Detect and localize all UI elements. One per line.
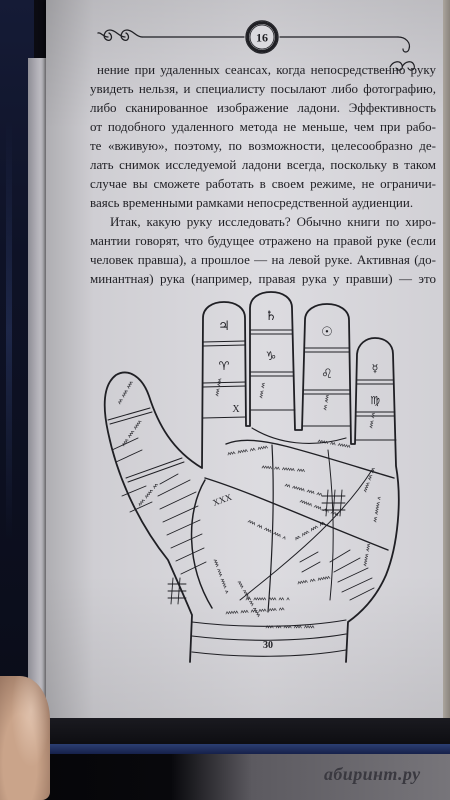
illegible-label [138, 481, 159, 506]
text-line: минантная) рука (например, правая рука у… [90, 271, 436, 286]
page-number-ring [245, 20, 279, 54]
holding-finger [0, 676, 50, 800]
illegible-label [248, 520, 289, 541]
finger-glyph-middle-mid: ♑ [266, 349, 277, 363]
text-line: мантии говорят, что будущее отражено на … [90, 233, 436, 248]
illegible-label [228, 445, 271, 455]
page-bottom-shadow [0, 718, 450, 744]
text-line: лать снимок исследуемой ладони всегда, п… [90, 157, 436, 172]
background-surface [0, 754, 450, 800]
text-line: ваясь временными рамками непосредственно… [90, 195, 414, 210]
watermark: абиринт.ру [324, 764, 421, 784]
finger-glyph-ring-top: ☉ [321, 325, 333, 340]
illegible-label [370, 410, 375, 428]
illegible-label [300, 500, 341, 517]
illegible-label [374, 494, 381, 522]
page-number-inner-ring [249, 24, 275, 50]
illegible-label [364, 541, 371, 566]
page-right-edge [443, 0, 450, 730]
illegible-label [260, 380, 265, 398]
life-line [190, 479, 213, 609]
finger-glyph-index-mid: ♈ [219, 359, 230, 373]
finger-glyph-little-mid: ♍ [370, 394, 380, 407]
finger-glyph-middle-top: ♄ [265, 309, 277, 324]
illegible-label [214, 559, 229, 596]
text-line: случае вы сможете работать в своем режим… [90, 176, 436, 191]
palm-illustration [103, 291, 400, 663]
right-flourish-icon [389, 36, 415, 71]
text-line: нение при удаленных сеансах, когда непос… [97, 62, 436, 77]
sun-line [327, 449, 334, 601]
mercury-line [239, 469, 373, 601]
finger-glyph-index-top: ♃ [218, 319, 230, 334]
text-line: те «вживую», поэтому, по возможности, це… [90, 138, 436, 153]
text-line: либо сканированное изображение ладони. Э… [90, 100, 436, 115]
illegible-label [216, 376, 222, 396]
body-text: нение при удаленных сеансах, когда непос… [90, 60, 436, 288]
text-line: человек правша), а прошлое — на левой ру… [90, 252, 436, 267]
text-line: увидеть нельзя, и специалисту посылают л… [90, 81, 436, 96]
illegible-label [122, 418, 143, 446]
finger-glyph-little-top: ☿ [372, 362, 379, 375]
illegible-label [238, 581, 262, 620]
illegible-label [118, 378, 134, 404]
underlying-page-edge [28, 58, 50, 708]
page-number: 16 [256, 31, 268, 45]
heart-line [225, 439, 395, 479]
text-line: Итак, какую руку исследовать? Обычно кни… [110, 214, 436, 229]
page-number-rosette [246, 21, 278, 53]
finger-glyph-ring-mid: ♌ [321, 367, 333, 382]
left-flourish-icon [97, 29, 143, 41]
hand-outline [103, 291, 400, 663]
text-line: от подобного удаленного метода не меньше… [90, 119, 436, 134]
finger-creases [107, 329, 397, 483]
girdle-of-venus-line [251, 427, 347, 445]
moon-mount-hatching [299, 489, 375, 601]
cross-row-mark: XXX [211, 492, 233, 508]
illegible-label [324, 392, 329, 410]
wrist-number: 30 [263, 640, 273, 651]
illegible-label [262, 466, 308, 472]
fate-line [267, 444, 274, 613]
head-line [204, 477, 389, 551]
cover-reflection [6, 120, 12, 540]
cross-mark: X [232, 404, 240, 415]
illegible-label [298, 576, 333, 584]
illegible-label [285, 484, 325, 497]
header-ornament [97, 20, 415, 71]
book-cover-bottom-edge [0, 744, 450, 754]
